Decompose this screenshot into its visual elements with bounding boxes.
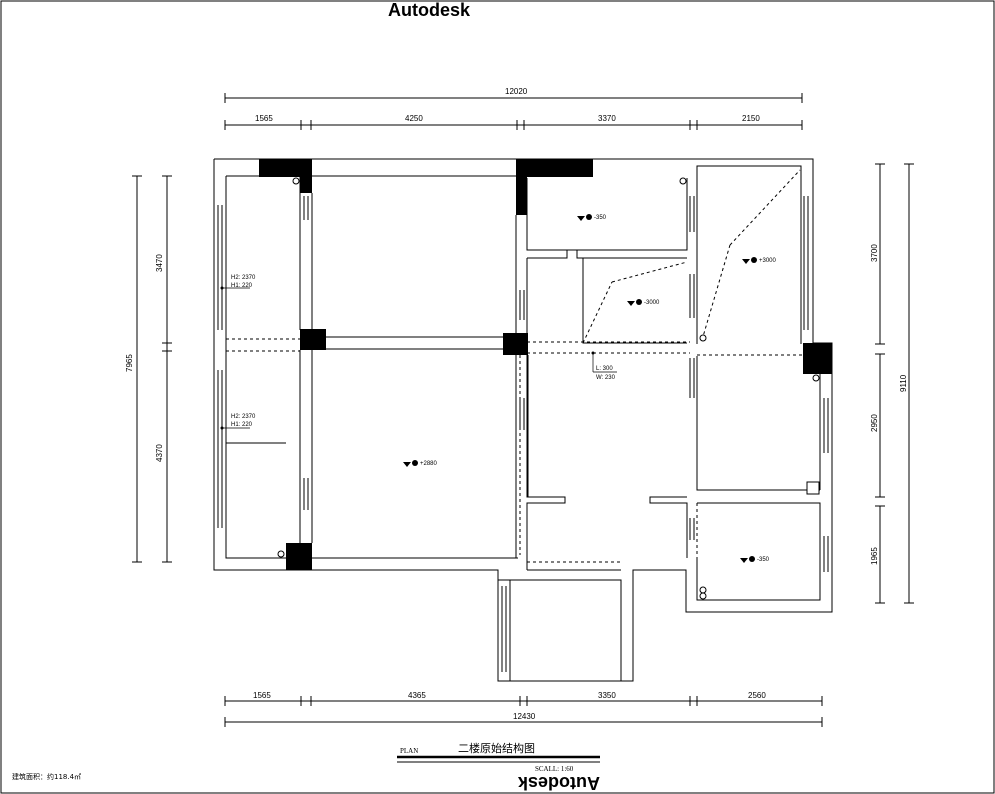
elevation-marker-1: -350	[577, 214, 607, 221]
scale-label: SCALL: 1:60	[535, 765, 574, 773]
dimensions-bottom	[224, 696, 823, 727]
windows	[217, 196, 829, 672]
dimensions-top	[224, 93, 803, 130]
brand-watermark-top: Autodesk	[388, 0, 471, 20]
dim-right-seg-1: 3700	[870, 244, 879, 262]
dim-bottom-seg-3: 3350	[598, 691, 616, 700]
elevation-marker-5: -350	[740, 556, 770, 563]
walls	[213, 158, 833, 682]
beam-note: L: 300 W: 230	[591, 351, 617, 381]
window-note-2: H2: 2370 H1: 220	[220, 414, 256, 430]
dim-left-seg-2: 4370	[155, 444, 164, 462]
beam-lines	[226, 169, 803, 563]
dim-right-seg-2: 2950	[870, 414, 879, 432]
elevation-marker-4: +2880	[403, 460, 438, 467]
dim-bottom-seg-1: 1565	[253, 691, 271, 700]
window-note-1: H2: 2370 H1: 220	[220, 275, 256, 290]
structural-columns	[259, 159, 832, 570]
dim-right-total: 9110	[899, 374, 908, 392]
svg-text:+2880: +2880	[420, 461, 438, 467]
title-underline	[397, 755, 600, 763]
dim-right-seg-3: 1965	[870, 547, 879, 565]
svg-text:-3000: -3000	[644, 300, 660, 306]
dim-top-seg-2: 4250	[405, 114, 423, 123]
elevation-marker-2: -3000	[627, 299, 660, 306]
dim-left-seg-1: 3470	[155, 254, 164, 272]
dimensions-left	[132, 175, 172, 563]
svg-text:H2: 2370: H2: 2370	[231, 414, 256, 420]
svg-text:+3000: +3000	[759, 258, 777, 264]
dim-bottom-seg-4: 2560	[748, 691, 766, 700]
dim-bottom-total: 12430	[513, 712, 536, 721]
dim-left-total: 7965	[125, 354, 134, 372]
elevation-marker-3: +3000	[742, 257, 777, 264]
dim-top-total: 12020	[505, 87, 528, 96]
plan-label: PLAN	[400, 747, 419, 755]
dim-top-seg-3: 3370	[598, 114, 616, 123]
svg-text:H2: 2370: H2: 2370	[231, 275, 256, 281]
dim-top-seg-1: 1565	[255, 114, 273, 123]
svg-text:W: 230: W: 230	[596, 375, 616, 381]
brand-watermark-bottom: Autodesk	[518, 773, 601, 793]
svg-text:H1: 220: H1: 220	[231, 283, 253, 289]
area-label: 建筑面积：约118.4㎡	[12, 773, 82, 781]
fixtures	[277, 177, 820, 600]
drawing-title: 二楼原始结构图	[458, 742, 535, 755]
dim-bottom-seg-2: 4365	[408, 691, 426, 700]
svg-text:H1: 220: H1: 220	[231, 422, 253, 428]
dim-top-seg-4: 2150	[742, 114, 760, 123]
svg-text:L: 300: L: 300	[596, 366, 613, 372]
dimensions-right	[875, 163, 914, 604]
svg-text:-350: -350	[757, 557, 770, 563]
svg-text:-350: -350	[594, 215, 607, 221]
